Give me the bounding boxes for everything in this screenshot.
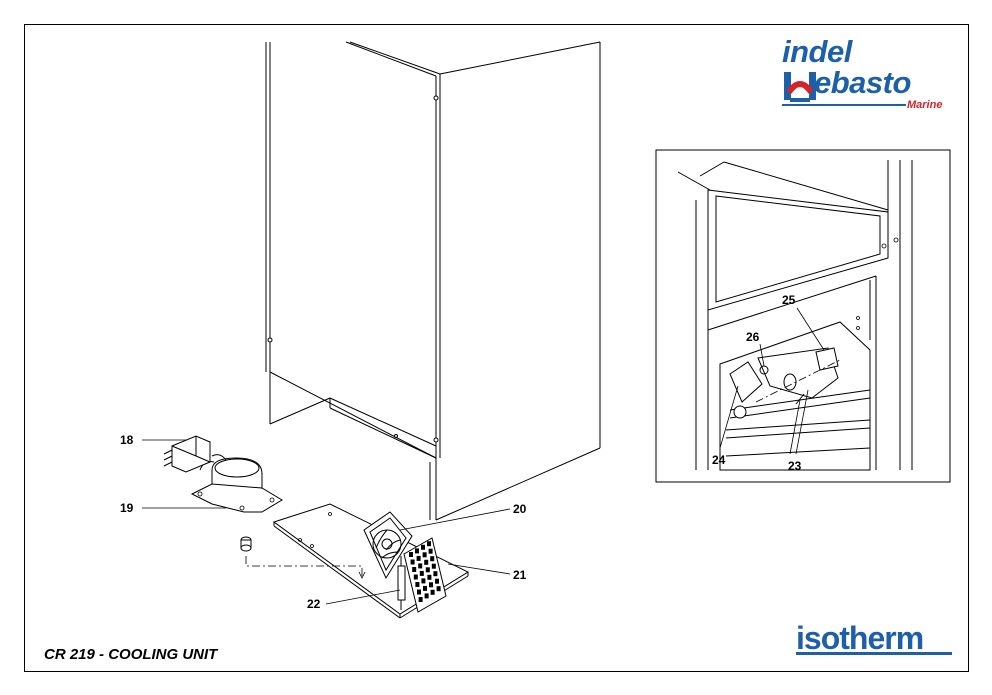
rubber-grommet bbox=[240, 536, 252, 552]
logo-isotherm-underline bbox=[796, 652, 952, 655]
filter-drier bbox=[397, 556, 406, 610]
condenser-fin bbox=[424, 593, 429, 599]
condenser-fin bbox=[428, 548, 433, 554]
condenser-fin bbox=[424, 559, 429, 565]
condenser-fin bbox=[427, 541, 431, 547]
webasto-w-mark-icon bbox=[784, 72, 816, 102]
condenser-fin bbox=[430, 556, 435, 562]
condenser bbox=[403, 537, 447, 613]
logo-indel-text: indel bbox=[782, 34, 852, 69]
electronic-unit bbox=[163, 435, 211, 473]
condenser-fin bbox=[421, 578, 426, 584]
condenser-fin bbox=[415, 582, 420, 587]
callout-25: 25 bbox=[782, 293, 796, 307]
logo-isotherm-text: isotherm bbox=[796, 620, 924, 656]
fan bbox=[363, 511, 413, 580]
condenser-fin bbox=[415, 548, 419, 554]
diagram-title: CR 219 - COOLING UNIT bbox=[44, 646, 218, 663]
condenser-fin bbox=[431, 563, 436, 569]
callout-24: 24 bbox=[712, 453, 726, 467]
callout-23: 23 bbox=[788, 459, 802, 473]
condenser-fin bbox=[409, 552, 413, 557]
cabinet bbox=[265, 41, 601, 521]
condenser-fin bbox=[419, 570, 424, 576]
condenser-fin bbox=[412, 567, 417, 572]
condenser-fin bbox=[413, 574, 418, 580]
callout-20: 20 bbox=[513, 502, 527, 516]
callout-19: 19 bbox=[120, 501, 134, 515]
condenser-fin bbox=[427, 574, 432, 580]
indel-webasto-marine-logo: indel ebasto Marine bbox=[776, 36, 956, 124]
condenser-fin bbox=[430, 589, 435, 595]
condenser-fin bbox=[425, 567, 430, 573]
inset-detail bbox=[655, 149, 951, 483]
callout-18: 18 bbox=[120, 433, 134, 447]
condenser-fin bbox=[417, 589, 421, 595]
callout-26: 26 bbox=[746, 330, 760, 344]
leader-lines bbox=[142, 307, 825, 605]
callout-labels: 18 19 20 21 22 23 24 25 26 bbox=[120, 293, 802, 611]
condenser-fin bbox=[418, 563, 423, 569]
condenser-fin bbox=[436, 586, 441, 592]
logo-marine-text: Marine bbox=[907, 99, 943, 111]
drawing-frame bbox=[24, 24, 969, 672]
logo-underline bbox=[782, 104, 906, 106]
condenser-fin bbox=[433, 571, 438, 577]
logo-webasto-text: ebasto bbox=[814, 65, 911, 100]
callout-21: 21 bbox=[513, 568, 527, 582]
base-plate bbox=[272, 503, 470, 619]
condenser-fin bbox=[418, 597, 423, 602]
condenser-fin bbox=[423, 585, 427, 591]
callout-22: 22 bbox=[307, 597, 321, 611]
condenser-fin bbox=[416, 555, 421, 561]
compressor bbox=[190, 454, 283, 513]
condenser-fin bbox=[410, 559, 415, 565]
condenser-fin bbox=[435, 578, 439, 584]
isotherm-logo: isotherm bbox=[796, 622, 956, 662]
condenser-fin bbox=[429, 582, 433, 588]
condenser-fin bbox=[422, 552, 427, 558]
condenser-fin bbox=[421, 544, 425, 550]
